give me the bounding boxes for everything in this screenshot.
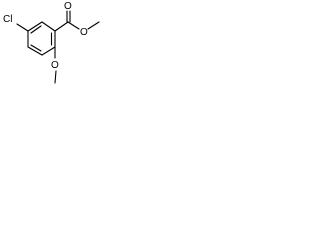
ester-oxygen-label: O — [80, 27, 88, 38]
ether-oxygen-label: O — [51, 60, 59, 71]
benzene-ring — [27, 21, 56, 56]
carbonyl-oxygen-label: O — [64, 1, 72, 12]
ring-double-bond-bottom-left — [30, 44, 42, 52]
ring-bond-top — [41, 21, 56, 32]
bond-ether-oxygen-to-methyl — [54, 70, 57, 84]
chlorine-label: Cl — [3, 14, 12, 25]
ring-bond-bottom — [27, 46, 43, 56]
bond-ring-to-chlorine — [16, 23, 29, 32]
chemical-structure-diagram: Cl O O O — [3, 1, 100, 84]
ring-bond-left-upper — [27, 21, 43, 32]
ring-bond-right-lower — [41, 46, 56, 56]
ring-double-bond-top-left — [30, 25, 42, 34]
bond-carbonyl-to-ester-oxygen — [67, 21, 80, 30]
bond-ester-oxygen-to-methyl — [87, 21, 100, 30]
bond-ring-to-carbonyl-carbon — [54, 21, 69, 32]
